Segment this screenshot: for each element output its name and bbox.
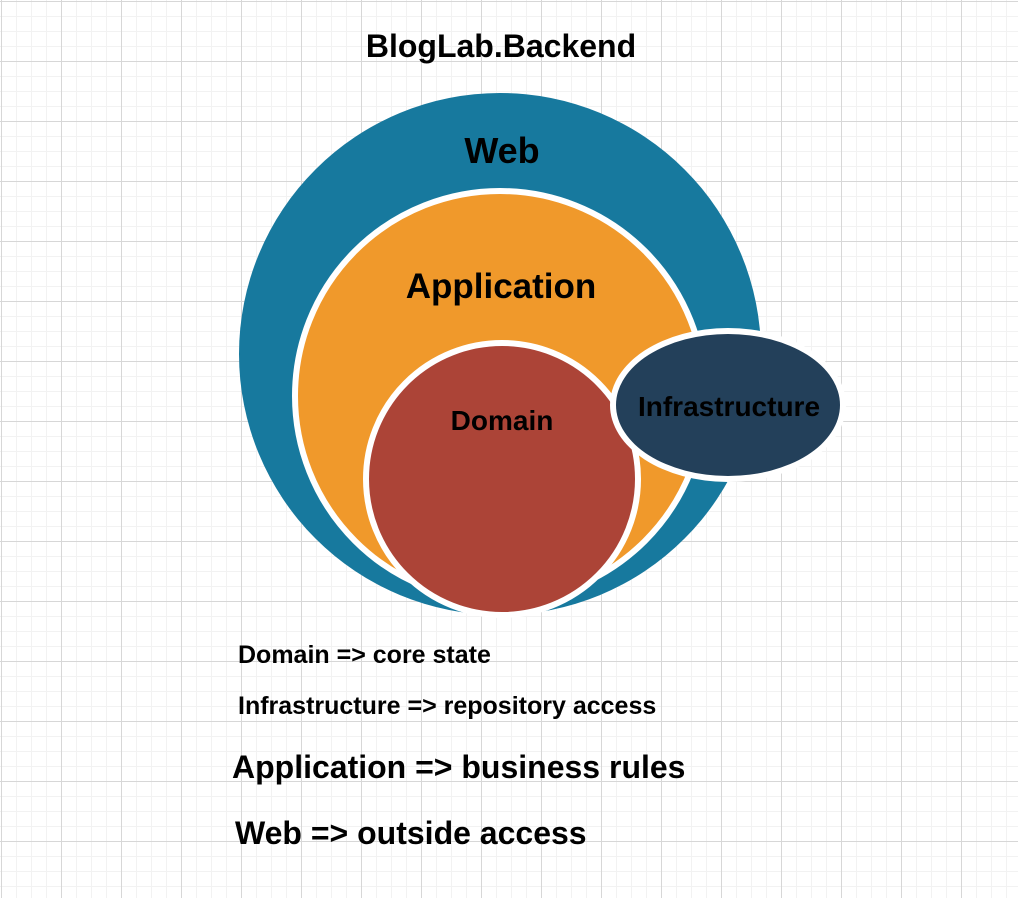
layer-domain-label: Domain: [450, 405, 554, 436]
legend-line-domain[interactable]: Domain => core state: [238, 641, 491, 669]
layer-web-label: Web: [464, 130, 540, 171]
diagram-title[interactable]: BlogLab.Backend: [365, 28, 637, 64]
legend-line-application[interactable]: Application => business rules: [232, 749, 686, 785]
layer-domain-circle[interactable]: Domain: [363, 340, 641, 618]
layer-application-label: Application: [405, 267, 597, 306]
legend-line-infrastructure[interactable]: Infrastructure => repository access: [238, 692, 657, 720]
layer-infrastructure-label: Infrastructure: [637, 391, 821, 422]
legend-line-web[interactable]: Web => outside access: [235, 815, 587, 851]
layer-infrastructure-ellipse[interactable]: Infrastructure: [610, 328, 846, 482]
